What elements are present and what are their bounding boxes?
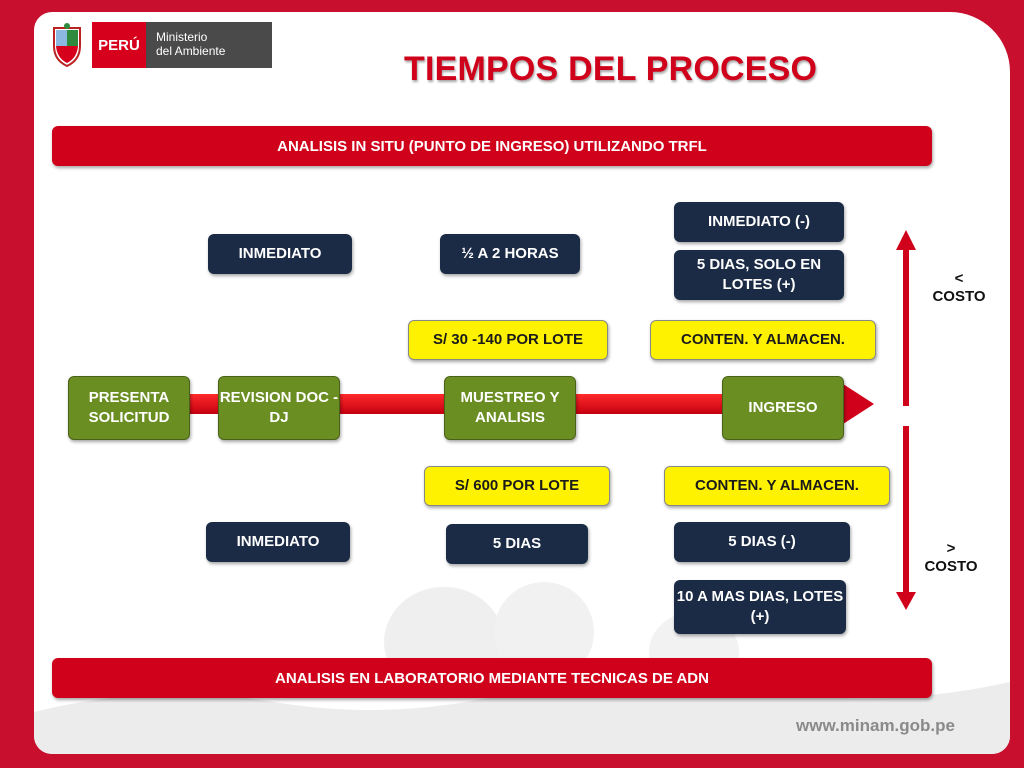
- footer-url[interactable]: www.minam.gob.pe: [796, 716, 955, 735]
- cost-arrow-up: [896, 230, 916, 406]
- page-title: TIEMPOS DEL PROCESO: [404, 50, 818, 88]
- logo-country: PERÚ: [92, 22, 146, 68]
- lab-ingreso-time-1: 5 DIAS (-): [674, 522, 850, 562]
- logo-ministry: Ministerio del Ambiente: [146, 22, 272, 68]
- content-panel: PERÚ Ministerio del Ambiente TIEMPOS DEL…: [34, 12, 1010, 754]
- lab-revision-time: INMEDIATO: [206, 522, 350, 562]
- cost-less-label: < COSTO: [924, 270, 994, 306]
- logo-ministry-line2: del Ambiente: [156, 44, 226, 58]
- insitu-muestreo-time: ½ A 2 HORAS: [440, 234, 580, 274]
- cost-more-symbol: >: [946, 540, 956, 557]
- coat-of-arms-icon: [53, 23, 81, 68]
- lab-muestreo-time: 5 DIAS: [446, 524, 588, 564]
- step-presenta-solicitud: PRESENTA SOLICITUD: [68, 376, 190, 440]
- banner-in-situ: ANALISIS IN SITU (PUNTO DE INGRESO) UTIL…: [52, 126, 932, 166]
- insitu-ingreso-time-2: 5 DIAS, SOLO EN LOTES (+): [674, 250, 844, 300]
- insitu-ingreso-cost: CONTEN. Y ALMACEN.: [650, 320, 876, 360]
- step-revision-doc: REVISION DOC - DJ: [218, 376, 340, 440]
- step-muestreo-analisis: MUESTREO Y ANALISIS: [444, 376, 576, 440]
- minam-logo: PERÚ Ministerio del Ambiente: [48, 22, 272, 68]
- cost-more-text: COSTO: [924, 558, 978, 575]
- insitu-muestreo-cost: S/ 30 -140 POR LOTE: [408, 320, 608, 360]
- insitu-revision-time: INMEDIATO: [208, 234, 352, 274]
- logo-ministry-line1: Ministerio: [156, 30, 208, 44]
- insitu-ingreso-time-1: INMEDIATO (-): [674, 202, 844, 242]
- cost-less-symbol: <: [954, 270, 964, 287]
- lab-muestreo-cost: S/ 600 POR LOTE: [424, 466, 610, 506]
- lab-ingreso-time-2: 10 A MAS DIAS, LOTES (+): [674, 580, 846, 634]
- lab-ingreso-cost: CONTEN. Y ALMACEN.: [664, 466, 890, 506]
- cost-less-text: COSTO: [932, 288, 986, 305]
- cost-more-label: > COSTO: [916, 540, 986, 576]
- step-ingreso: INGRESO: [722, 376, 844, 440]
- banner-laboratorio: ANALISIS EN LABORATORIO MEDIANTE TECNICA…: [52, 658, 932, 698]
